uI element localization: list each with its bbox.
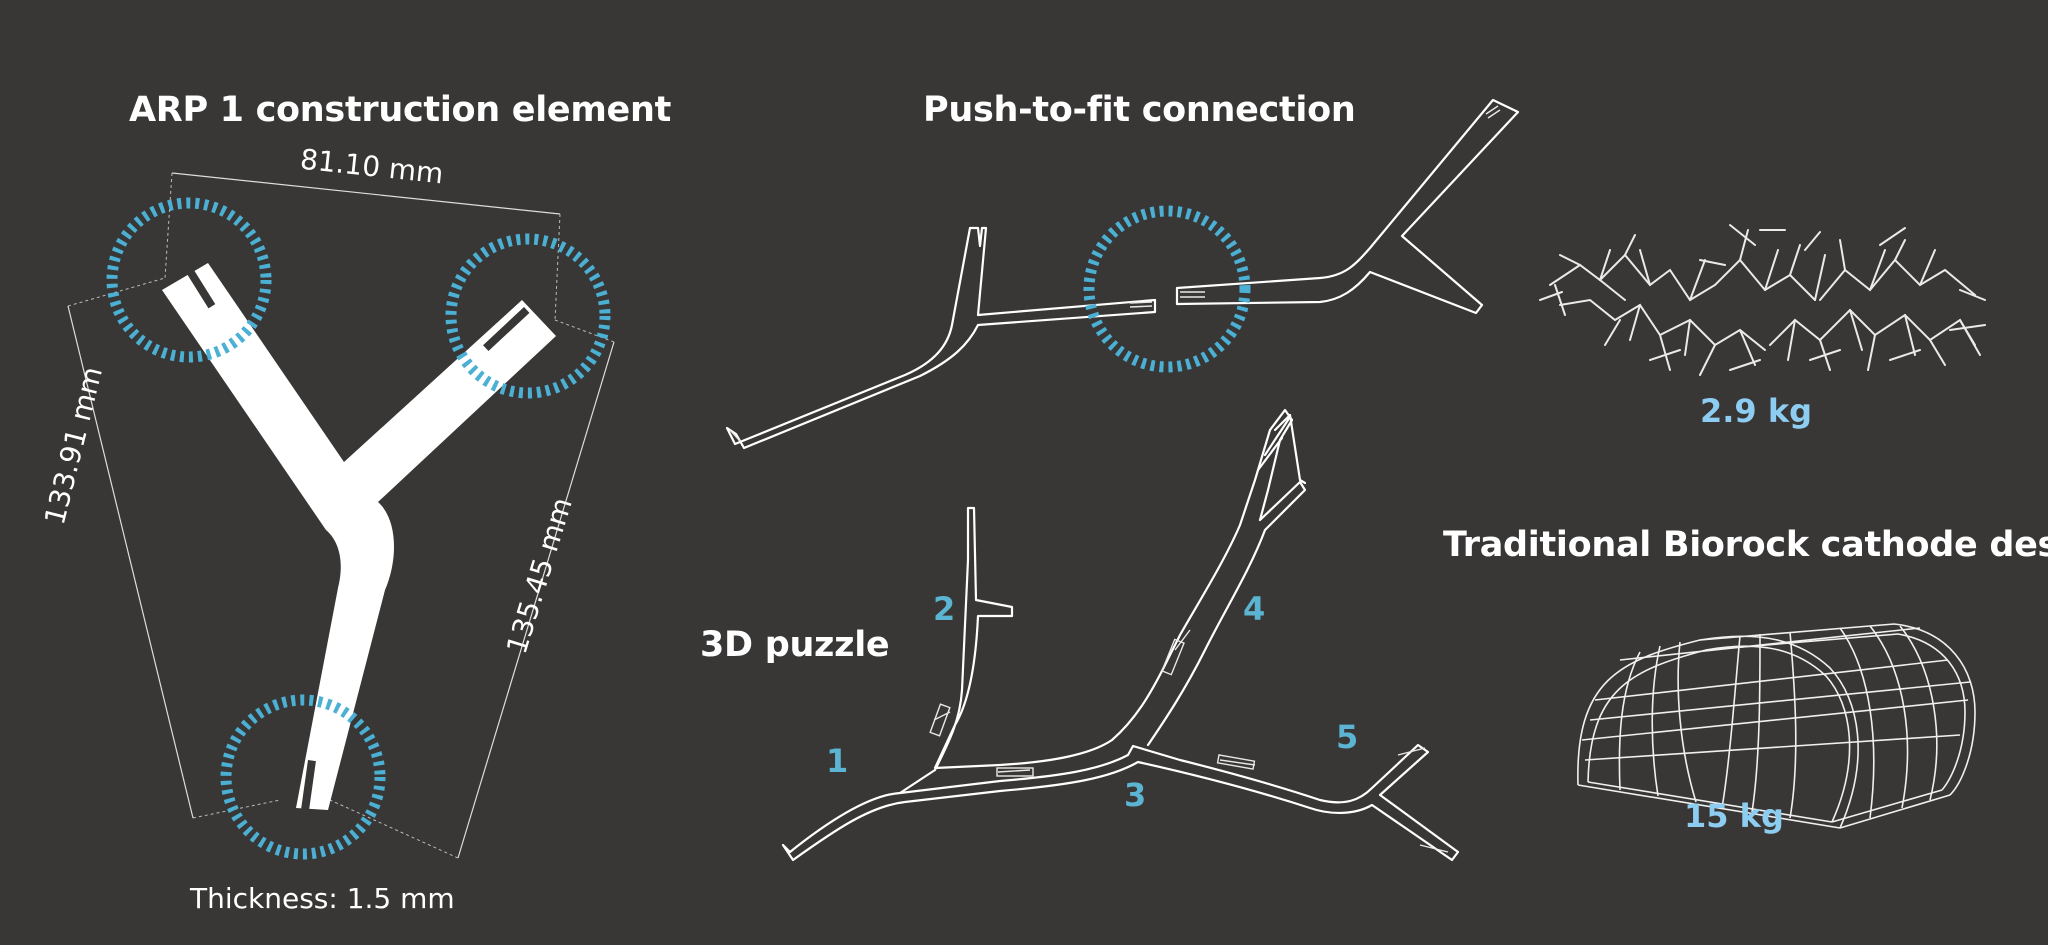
arp-weight-label: 2.9 kg (1700, 392, 1813, 430)
traditional-weight-label: 15 kg (1684, 797, 1784, 835)
puzzle-title: 3D puzzle (700, 625, 890, 665)
left-dimension-line (67, 305, 194, 819)
puzzle-label-4: 4 (1243, 590, 1266, 628)
traditional-cathode-arch (1577, 623, 1976, 829)
puzzle-label-2: 2 (933, 590, 956, 628)
arp-structure (1539, 224, 1986, 376)
thickness-label: Thickness: 1.5 mm (190, 882, 455, 915)
connection-title: Push-to-fit connection (923, 90, 1356, 130)
top-right-joint-ring (445, 233, 611, 399)
traditional-title: Traditional Biorock cathode design (1443, 525, 2048, 565)
push-to-fit-pieces (725, 98, 1520, 450)
right-dimension-line (457, 341, 615, 859)
puzzle-label-5: 5 (1336, 718, 1359, 756)
y-element-shape (162, 263, 556, 810)
3d-puzzle-assembly (781, 408, 1460, 862)
width-dimension-line (171, 172, 561, 215)
top-left-joint-ring (106, 197, 272, 363)
puzzle-label-1: 1 (826, 742, 849, 780)
connection-joint-ring (1083, 205, 1251, 373)
puzzle-label-3: 3 (1124, 776, 1147, 814)
arp1-element (67, 172, 615, 860)
element-title: ARP 1 construction element (129, 90, 672, 130)
bottom-joint-ring (220, 694, 386, 860)
